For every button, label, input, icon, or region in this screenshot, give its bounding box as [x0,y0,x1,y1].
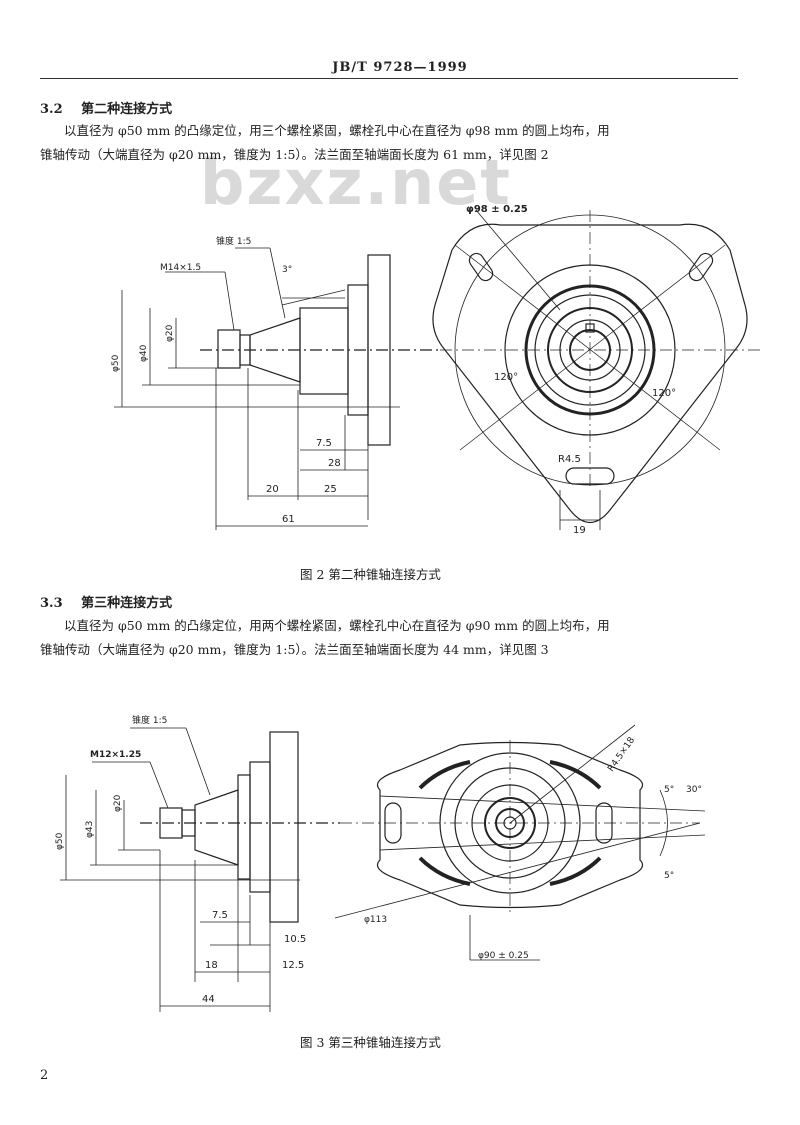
fig3-label-angle-5a: 5° [664,785,674,795]
fig2-label-7-5: 7.5 [316,438,332,449]
standard-code-header: JB/T 9728—1999 [332,60,468,75]
fig2-label-d50: φ50 [111,354,121,372]
fig2-label-taper: 锥度 1:5 [216,235,251,247]
fig2-label-angle-left: 120° [494,372,518,383]
fig2-label-angle-right: 120° [652,388,676,399]
section-3-3-line1: 以直径为 φ50 mm 的凸缘定位，用两个螺栓紧固，螺栓孔中心在直径为 φ90 … [64,618,610,633]
fig2-label-d40: φ40 [139,344,149,362]
fig2-label-20: 20 [266,484,279,495]
section-number: 3.3 [40,596,63,611]
fig3-side-view [60,727,340,1012]
fig3-label-12-5: 12.5 [282,960,304,971]
fig3-front-view [334,724,706,961]
figure-2-drawing: 锥度 1:5 M14×1.5 3° φ20 φ40 φ50 7.5 28 20 … [111,204,760,536]
section-3-2-heading: 3.2 第二种连接方式 [40,98,172,117]
fig2-front-view [432,209,760,530]
fig2-label-thread: M14×1.5 [160,263,201,273]
section-title: 第三种连接方式 [81,596,173,611]
figure-2-caption: 图 2 第二种锥轴连接方式 [300,567,441,582]
fig3-label-7-5: 7.5 [212,910,228,921]
fig2-label-25: 25 [324,484,337,495]
fig2-label-28: 28 [328,458,341,469]
fig3-label-d50: φ50 [55,832,65,850]
fig2-label-d20: φ20 [165,324,175,342]
fig3-label-angle-30: 30° [686,785,702,795]
section-3-3-line2: 锥轴传动（大端直径为 φ20 mm，锥度为 1:5）。法兰面至轴端面长度为 44… [40,642,549,657]
section-number: 3.2 [40,102,63,117]
figure-3-drawing: 锥度 1:5 M12×1.25 φ20 φ43 φ50 7.5 10.5 18 … [55,714,706,1012]
fig3-label-bolt-circle: φ90 ± 0.25 [478,951,529,961]
fig3-label-angle-5b: 5° [664,871,674,881]
page-number: 2 [40,1068,49,1083]
fig3-label-18: 18 [205,960,218,971]
fig2-label-angle: 3° [282,265,292,275]
header-rule [40,78,738,79]
section-3-2-line1: 以直径为 φ50 mm 的凸缘定位，用三个螺栓紧固，螺栓孔中心在直径为 φ98 … [64,123,610,138]
watermark: bzxz.net [200,146,512,219]
fig3-label-d113: φ113 [364,915,387,925]
fig3-label-10-5: 10.5 [284,934,306,945]
fig2-label-radius: R4.5 [558,454,581,465]
fig2-side-view [114,247,440,530]
fig2-label-slot-width: 19 [573,525,586,536]
fig2-label-bolt-circle: φ98 ± 0.25 [466,204,528,215]
fig2-label-61: 61 [282,514,295,525]
fig3-label-d20: φ20 [113,794,123,812]
fig3-label-thread: M12×1.25 [90,750,141,760]
fig3-label-44: 44 [202,994,215,1005]
section-3-2-line2: 锥轴传动（大端直径为 φ20 mm，锥度为 1:5）。法兰面至轴端面长度为 61… [40,147,549,162]
fig3-label-taper: 锥度 1:5 [132,714,167,726]
fig3-label-d43: φ43 [85,821,95,838]
section-title: 第二种连接方式 [81,102,173,117]
figure-3-caption: 图 3 第三种锥轴连接方式 [300,1035,441,1050]
fig3-label-slot-radius: R4.5×18 [606,735,637,773]
section-3-3-heading: 3.3 第三种连接方式 [40,592,172,611]
